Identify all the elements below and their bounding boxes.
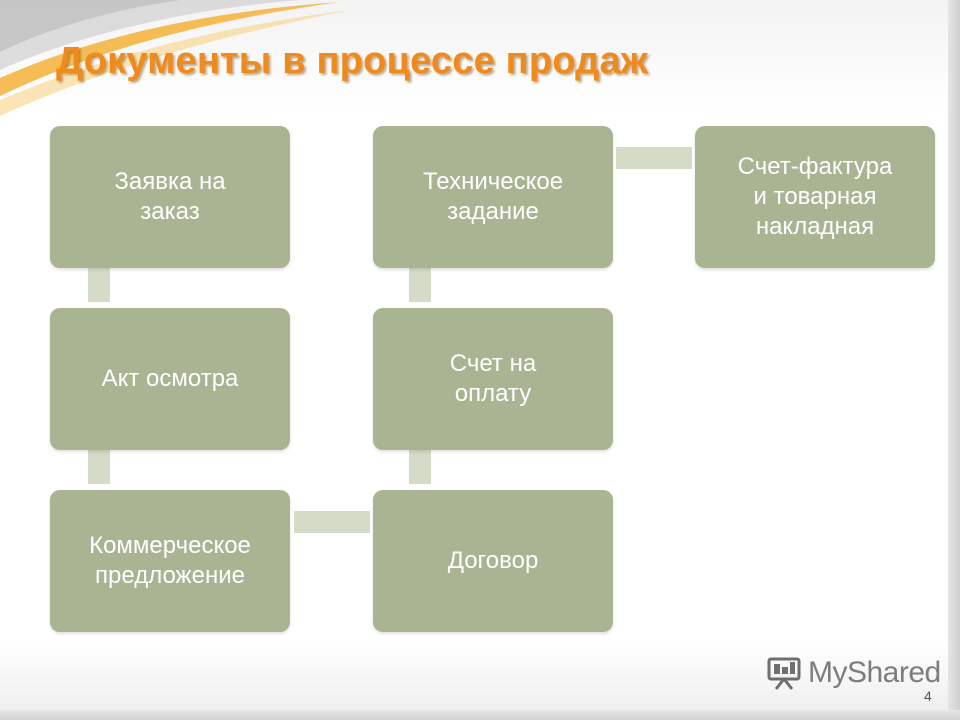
slide-frame-bottom [0, 710, 960, 720]
slide-frame-right [948, 0, 960, 720]
box-contract: Договор [373, 490, 613, 632]
connector-inspection-offer [88, 450, 110, 484]
box-commercial-offer-line-1: Коммерческое [89, 532, 251, 559]
box-contract-line-1: Договор [447, 547, 539, 574]
box-technical-spec-line-2: задание [447, 198, 539, 225]
logo-text: MyShared [808, 656, 941, 689]
box-invoice-waybill-line-1: Счет-фактура [737, 153, 893, 180]
connector-spec-waybill [616, 147, 692, 169]
connector-contract-invoice [409, 450, 431, 484]
page-number: 4 [924, 688, 932, 704]
box-inspection-act: Акт осмотра [50, 308, 290, 450]
box-invoice-waybill-line-2: и товарная [753, 183, 877, 210]
connector-invoice-spec [409, 268, 431, 302]
myshared-logo: MyShared [766, 656, 941, 690]
box-invoice-waybill-line-3: накладная [755, 213, 875, 240]
corner-swoosh-decoration [0, 0, 350, 116]
box-commercial-offer-line-2: предложение [95, 562, 245, 589]
slide-title: Документы в процессе продаж [56, 40, 648, 82]
box-order-request-line-2: заказ [140, 198, 200, 225]
box-commercial-offer: Коммерческое предложение [50, 490, 290, 632]
box-inspection-act-line-1: Акт осмотра [101, 365, 239, 392]
box-order-request: Заявка на заказ [50, 126, 290, 268]
box-order-request-line-1: Заявка на [114, 168, 226, 195]
box-payment-invoice-line-2: оплату [454, 380, 532, 407]
box-payment-invoice-line-1: Счет на [449, 350, 537, 377]
box-payment-invoice: Счет на оплату [373, 308, 613, 450]
box-technical-spec-line-1: Техническое [422, 168, 564, 195]
connector-offer-contract [294, 511, 370, 533]
connector-order-inspection [88, 268, 110, 302]
box-technical-spec: Техническое задание [373, 126, 613, 268]
box-invoice-waybill: Счет-фактура и товарная накладная [695, 126, 935, 268]
presentation-board-icon [767, 657, 801, 690]
